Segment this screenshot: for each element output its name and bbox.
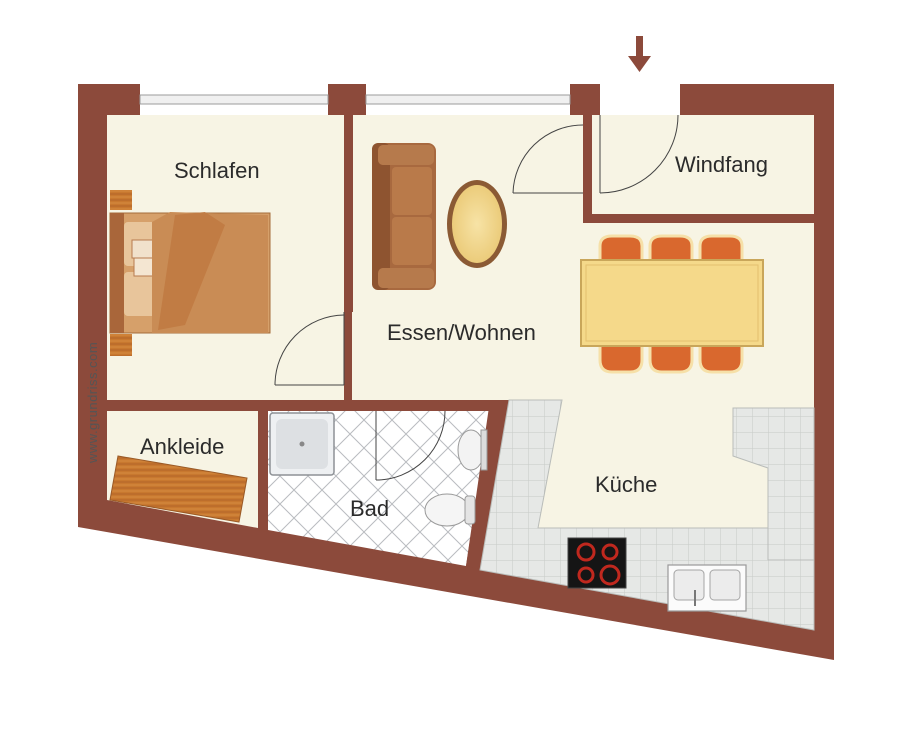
shower-tray [269, 412, 335, 476]
wall-ankleide-top-right [228, 400, 376, 411]
room-label-ankleide: Ankleide [140, 434, 224, 459]
wall-windfang-left [583, 115, 592, 222]
window-schlafen [139, 84, 329, 115]
wall-ankleide-bad [258, 411, 268, 532]
room-label-kueche: Küche [595, 472, 657, 497]
door-schlafen [274, 312, 345, 386]
door-entrance [599, 114, 679, 194]
room-label-bad: Bad [350, 496, 389, 521]
door-bad [375, 410, 446, 481]
entrance-opening [600, 84, 680, 115]
room-label-schlafen: Schlafen [174, 158, 260, 183]
wall-windfang-bottom [583, 214, 815, 223]
wall-bad-top-right [445, 400, 509, 411]
arrow-down-icon [628, 36, 651, 72]
toilet [424, 493, 476, 527]
door-windfang-essen [512, 124, 584, 194]
coffee-table [447, 180, 507, 268]
wall-ankleide-top-left [107, 400, 159, 411]
floor-windfang [592, 115, 814, 215]
bed [109, 190, 271, 356]
dining-set [580, 234, 764, 374]
room-label-windfang: Windfang [675, 152, 768, 177]
watermark: www.grundriss.com [85, 342, 100, 464]
sofa [372, 143, 436, 290]
cooktop [567, 537, 627, 589]
sink [457, 429, 488, 471]
wall-schlafen-essen [344, 84, 353, 312]
room-label-essen-wohnen: Essen/Wohnen [387, 320, 536, 345]
window-essen [365, 84, 571, 115]
wardrobe [109, 455, 248, 523]
kitchen-sink [667, 564, 747, 612]
wall-bad-kueche [466, 400, 509, 570]
